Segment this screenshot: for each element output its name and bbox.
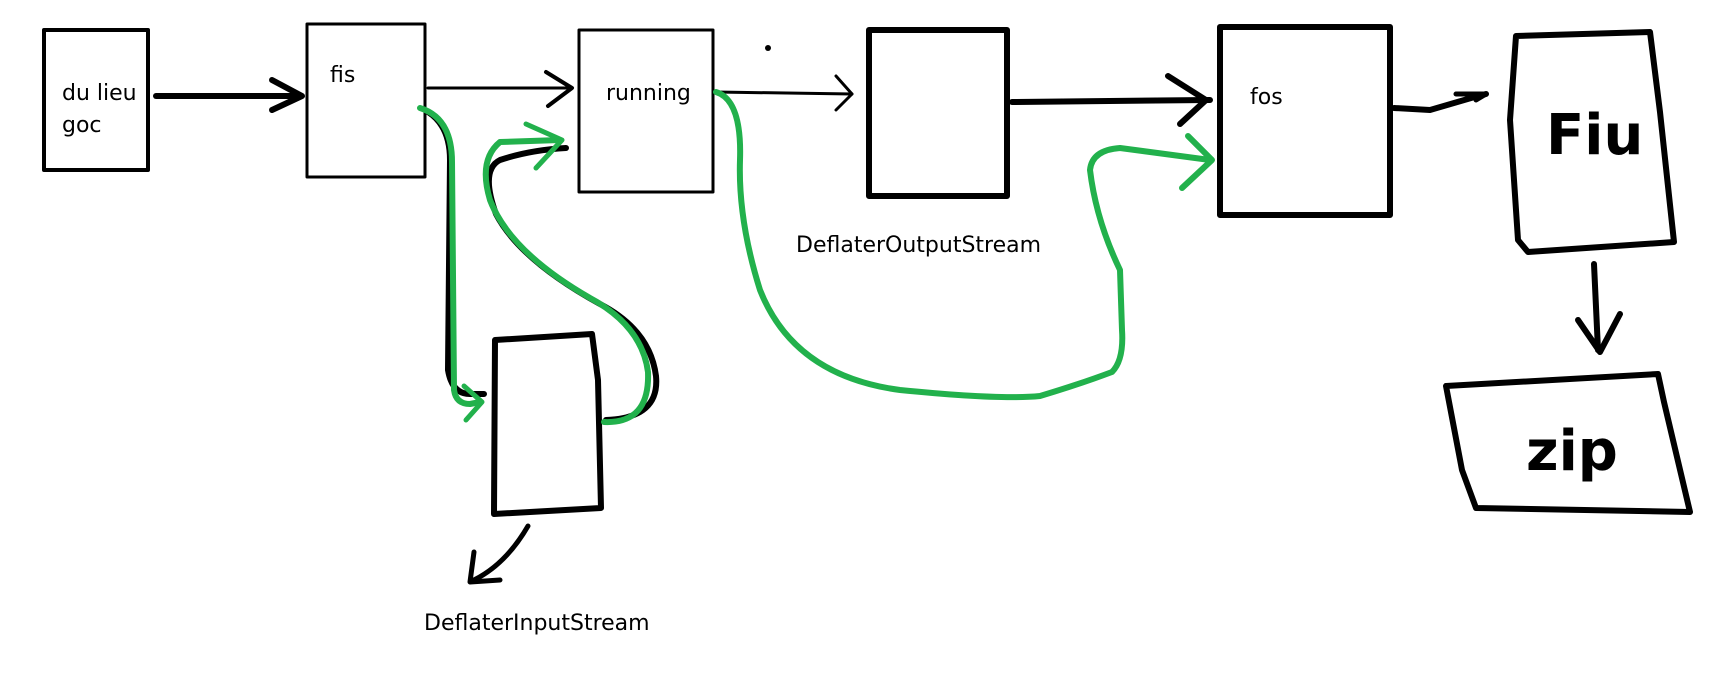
arrow-head-fos-to-file [1453,91,1489,103]
fos-label: fos [1250,85,1283,110]
arrow-output-to-fos [1009,97,1213,105]
green-input-to-running [482,137,652,426]
fos-box [1217,24,1393,218]
arrow-head-file-to-zip [1575,311,1623,355]
zip-label: zip [1526,419,1618,484]
running-box [577,28,715,194]
file-box [1507,29,1677,255]
green-head-fis-to-input [461,383,485,423]
source-box [42,28,150,172]
arrow-input-down [471,523,531,583]
file-label: Fiu [1546,103,1643,168]
arrow-head-output-to-fos [1165,73,1209,127]
running-label: running [606,81,691,106]
deflater-output-label: DeflaterOutputStream [796,233,1041,258]
deflater-input-label: DeflaterInputStream [424,611,650,636]
green-head-input-to-running [523,121,565,171]
arrow-file-to-zip [1591,261,1601,353]
source-label-line2: goc [62,113,102,138]
fis-label: fis [330,63,355,88]
source-label-line1: du lieu [62,81,137,106]
deflater-input-box [491,331,604,517]
fis-box [305,22,427,179]
arrow-head-fis-to-running [544,70,574,108]
arrow-running-to-output [714,90,854,96]
zip-box [1443,371,1693,515]
green-running-to-fos [713,89,1213,401]
arrow-head-input-down [467,549,503,585]
arrow-head-running-to-output [834,74,854,112]
stray-dot [765,45,771,51]
green-fis-to-input [417,105,483,407]
arrow-head-source-to-fis [269,77,305,113]
green-head-running-to-fos [1179,133,1215,191]
deflater-output-box [866,27,1010,199]
